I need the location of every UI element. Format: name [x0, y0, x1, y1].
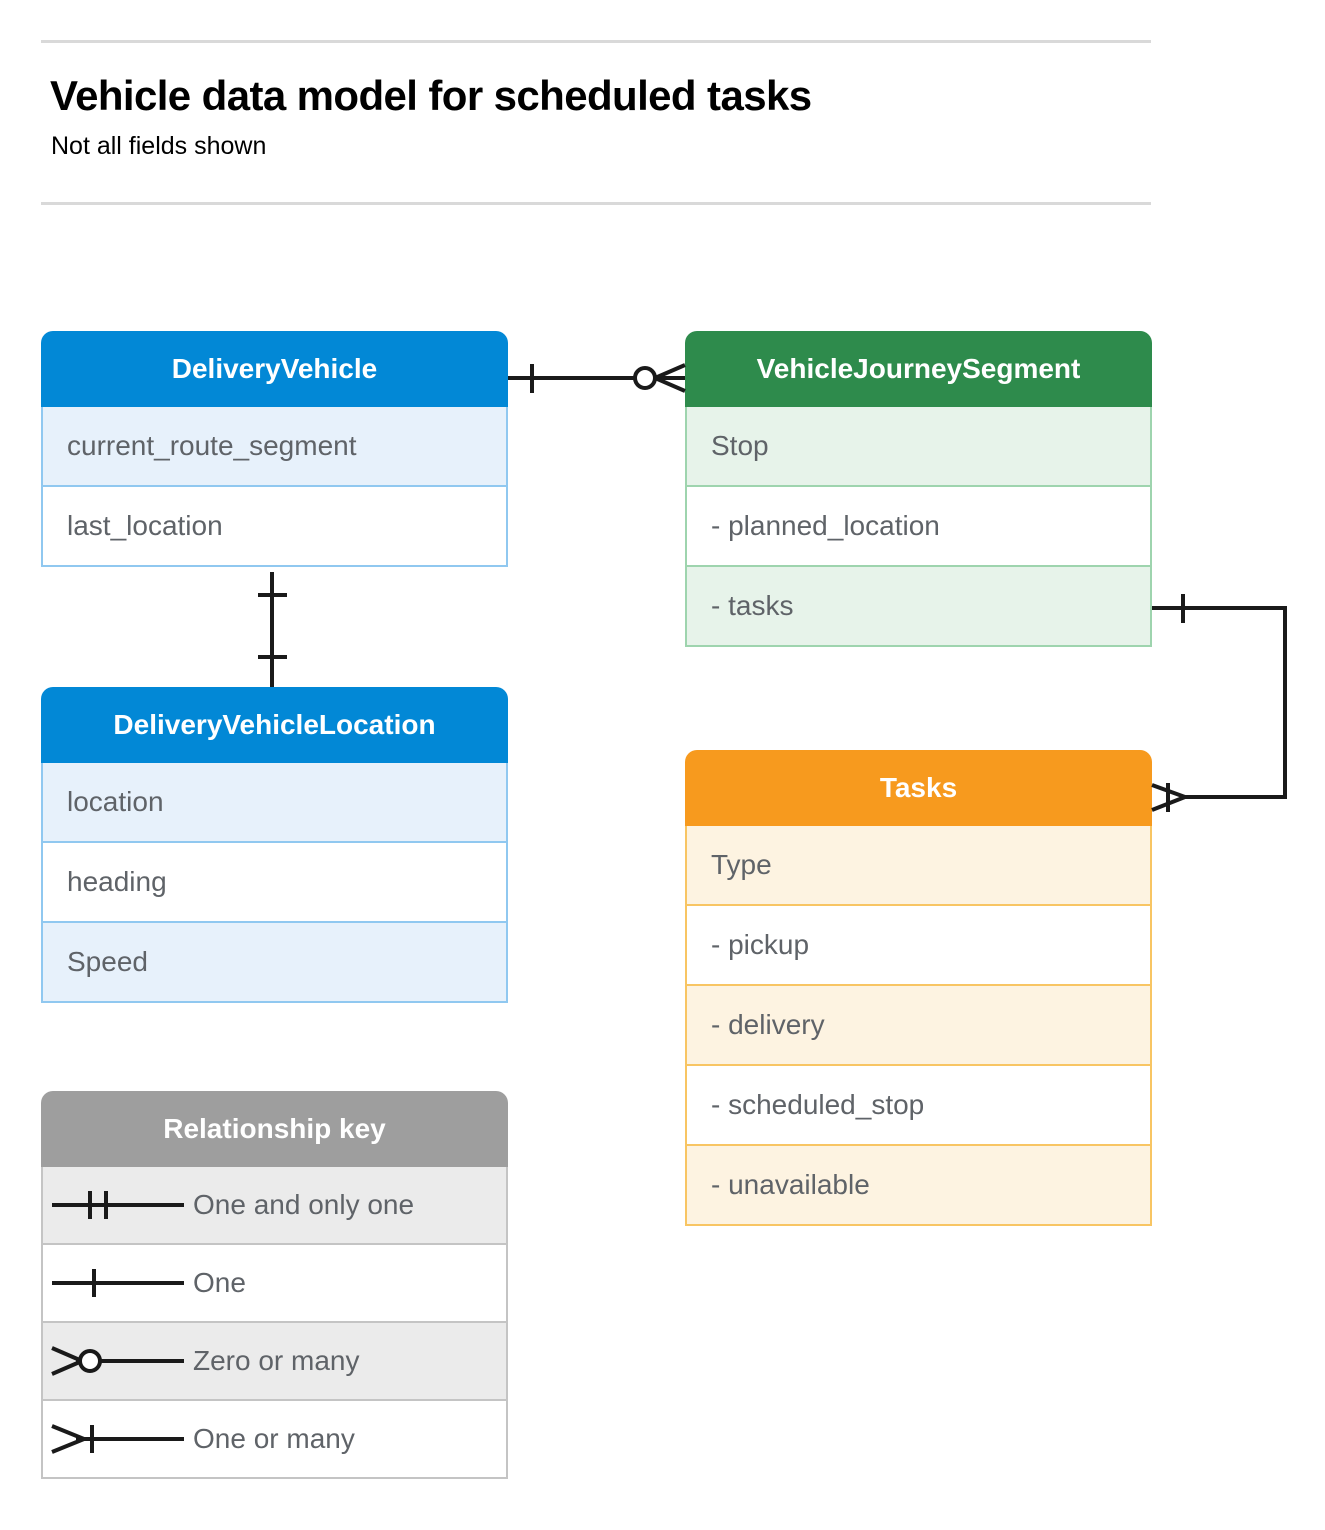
entity-title-delivery-vehicle: DeliveryVehicle	[41, 331, 508, 407]
entity-field-current-route-segment: current_route_segment	[41, 407, 508, 487]
entity-field-location: location	[41, 763, 508, 843]
one-and-only-one-symbol	[43, 1185, 193, 1225]
relationship-key-legend: Relationship key One and only one One	[41, 1091, 508, 1479]
entity-field-delivery: - delivery	[685, 986, 1152, 1066]
legend-item-one-and-only-one: One and only one	[41, 1167, 508, 1245]
legend-label-one: One	[193, 1267, 246, 1298]
entity-delivery-vehicle-location[interactable]: DeliveryVehicleLocation location heading…	[41, 687, 508, 1003]
entity-tasks[interactable]: Tasks Type - pickup - delivery - schedul…	[685, 750, 1152, 1226]
entity-field-type: Type	[685, 826, 1152, 906]
entity-field-unavailable: - unavailable	[685, 1146, 1152, 1226]
legend-item-zero-or-many: Zero or many	[41, 1323, 508, 1401]
one-symbol	[43, 1263, 193, 1303]
connector-vehiclejourneysegment-tasks	[1151, 594, 1287, 812]
zero-or-many-symbol	[43, 1341, 193, 1381]
entity-vehicle-journey-segment[interactable]: VehicleJourneySegment Stop - planned_loc…	[685, 331, 1152, 647]
entity-field-planned-location: - planned_location	[685, 487, 1152, 567]
entity-field-speed: Speed	[41, 923, 508, 1003]
legend-item-one: One	[41, 1245, 508, 1323]
entity-title-vehicle-journey-segment: VehicleJourneySegment	[685, 331, 1152, 407]
legend-label-one-or-many: One or many	[193, 1423, 355, 1454]
entity-title-tasks: Tasks	[685, 750, 1152, 826]
legend-item-one-or-many: One or many	[41, 1401, 508, 1479]
legend-title: Relationship key	[41, 1091, 508, 1167]
one-or-many-symbol	[43, 1419, 193, 1459]
entity-title-delivery-vehicle-location: DeliveryVehicleLocation	[41, 687, 508, 763]
entity-delivery-vehicle[interactable]: DeliveryVehicle current_route_segment la…	[41, 331, 508, 567]
connector-deliveryvehicle-vehiclejourneysegment	[508, 363, 686, 393]
entity-field-last-location: last_location	[41, 487, 508, 567]
legend-label-zero-or-many: Zero or many	[193, 1345, 360, 1376]
entity-field-scheduled-stop: - scheduled_stop	[685, 1066, 1152, 1146]
entity-field-stop: Stop	[685, 407, 1152, 487]
legend-label-one-and-only-one: One and only one	[193, 1189, 415, 1220]
header-divider-top	[41, 40, 1151, 43]
page-subtitle: Not all fields shown	[51, 132, 267, 160]
entity-field-heading: heading	[41, 843, 508, 923]
entity-field-tasks: - tasks	[685, 567, 1152, 647]
connector-deliveryvehicle-deliveryvehiclelocation	[258, 572, 287, 687]
entity-field-pickup: - pickup	[685, 906, 1152, 986]
header-divider-bottom	[41, 202, 1151, 205]
page-title: Vehicle data model for scheduled tasks	[50, 72, 812, 119]
